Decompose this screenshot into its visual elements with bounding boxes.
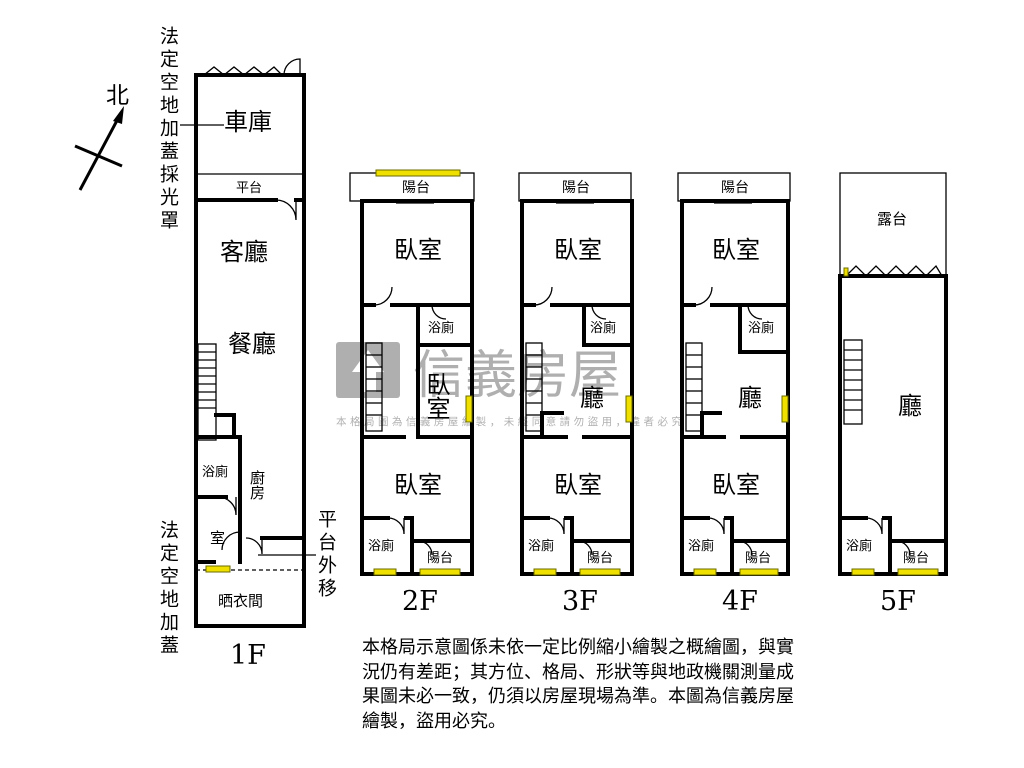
room-kitchen: 廚房 (248, 469, 266, 500)
room-2f-bedroom-s: 臥室 (394, 471, 442, 499)
room-2f-bath-mid: 浴廁 (428, 320, 454, 336)
floor-label-3f: 3F (562, 586, 598, 617)
note-platform-shift: 平台外移 (315, 509, 337, 601)
floor-label-2f: 2F (402, 586, 438, 617)
room-3f-hall: 廳 (580, 384, 604, 412)
room-3f-balcony-n: 陽台 (562, 180, 590, 196)
watermark-logo: 信義房屋 (413, 346, 621, 406)
room-dining: 餐廳 (228, 330, 276, 358)
note-bottom-vertical: 法定空地加蓋 (157, 520, 179, 658)
floor-2f: 陽台 臥室 浴廁 臥室 臥室 浴廁 陽台 2F (349, 169, 475, 617)
floor-label-4f: 4F (722, 586, 758, 617)
north-label: 北 (106, 83, 129, 109)
room-5f-bath-s: 浴廁 (846, 538, 872, 554)
room-bath: 浴廁 (202, 464, 228, 480)
room-5f-terrace: 露台 (877, 210, 907, 228)
watermark-tagline: 本格局圖為信義房屋繪製，未經同意請勿盜用，違者必究 (336, 415, 683, 428)
floor-5f: 露台 廳 浴廁 陽台 5F (838, 172, 948, 617)
watermark-logo-icon (336, 342, 400, 398)
floor-4f: 陽台 臥室 浴廁 廳 臥室 浴廁 陽台 4F (677, 172, 791, 617)
room-5f-balcony-s: 陽台 (903, 551, 929, 566)
floor-1f: 車庫 平台 客廳 餐廳 廚房 浴廁 室 晒衣間 1F (194, 58, 306, 671)
terrace-door-icon (845, 264, 943, 277)
north-compass: 北 (74, 83, 129, 191)
garage-gate-icon (203, 66, 283, 76)
compass-cross-icon (74, 144, 123, 168)
floor-label-5f: 5F (880, 586, 916, 617)
room-living: 客廳 (220, 238, 268, 266)
room-2f-bath-s: 浴廁 (368, 538, 394, 554)
room-3f-bedroom-n: 臥室 (554, 236, 602, 264)
room-2f-balcony-s: 陽台 (427, 551, 453, 566)
room-3f-bath-s: 浴廁 (528, 538, 554, 554)
compass-arrowhead-icon (113, 106, 124, 124)
note-top-vertical: 法定空地加蓋採光罩 (157, 26, 179, 233)
room-4f-bedroom-n: 臥室 (712, 236, 760, 264)
room-3f-bath-mid: 浴廁 (590, 320, 616, 336)
disclaimer-text: 本格局示意圖係未依一定比例縮小繪製之概繪圖，與實況仍有差距；其方位、格局、形狀等… (362, 637, 794, 732)
room-platform: 平台 (236, 181, 262, 196)
room-laundry: 晒衣間 (218, 592, 263, 610)
room-5f-hall: 廳 (898, 392, 922, 420)
room-room: 室 (210, 529, 225, 547)
room-2f-balcony-n: 陽台 (402, 180, 430, 196)
room-2f-bedroom-n: 臥室 (394, 236, 442, 264)
room-2f-bedroom-mid: 臥室 (422, 372, 450, 420)
room-3f-balcony-s: 陽台 (587, 551, 613, 566)
room-4f-bath-s: 浴廁 (688, 538, 714, 554)
room-4f-hall: 廳 (738, 384, 762, 412)
floor-label-1f: 1F (230, 640, 266, 671)
room-4f-balcony-n: 陽台 (721, 180, 749, 196)
compass-arrow-icon (78, 112, 123, 191)
room-4f-bedroom-s: 臥室 (712, 471, 760, 499)
watermark: 信義房屋 本格局圖為信義房屋繪製，未經同意請勿盜用，違者必究 (336, 342, 683, 428)
floor-3f: 陽台 臥室 浴廁 廳 臥室 浴廁 陽台 3F (518, 172, 634, 617)
room-4f-bath-mid: 浴廁 (748, 320, 774, 336)
room-garage: 車庫 (224, 108, 272, 136)
room-3f-bedroom-s: 臥室 (554, 471, 602, 499)
room-4f-balcony-s: 陽台 (745, 551, 771, 566)
